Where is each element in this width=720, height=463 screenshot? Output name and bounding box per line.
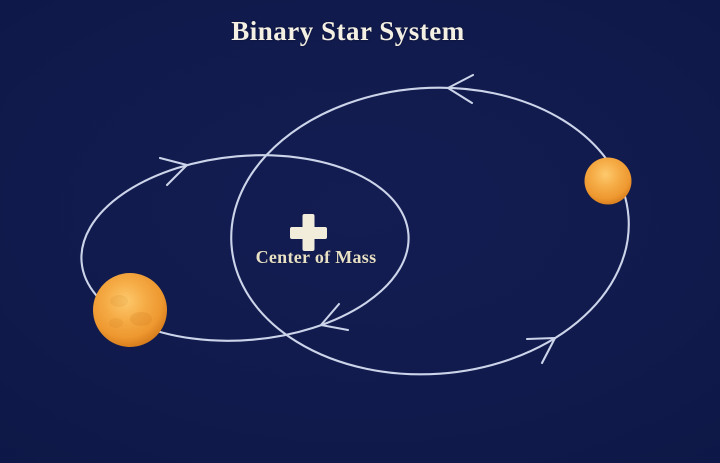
orbit-direction-arrow-icon bbox=[319, 302, 350, 332]
right-orbit-path bbox=[230, 86, 630, 376]
orbit-direction-arrow-icon bbox=[446, 73, 475, 105]
secondary-star bbox=[584, 157, 632, 205]
center-of-mass-cross-icon bbox=[290, 214, 327, 251]
center-of-mass-label: Center of Mass bbox=[255, 247, 377, 267]
primary-star bbox=[93, 273, 167, 347]
page-title: Binary Star System bbox=[231, 16, 465, 46]
left-orbit-path bbox=[80, 154, 410, 342]
orbit-direction-arrow-icon bbox=[525, 336, 557, 365]
orbit-direction-arrow-icon bbox=[158, 156, 189, 187]
